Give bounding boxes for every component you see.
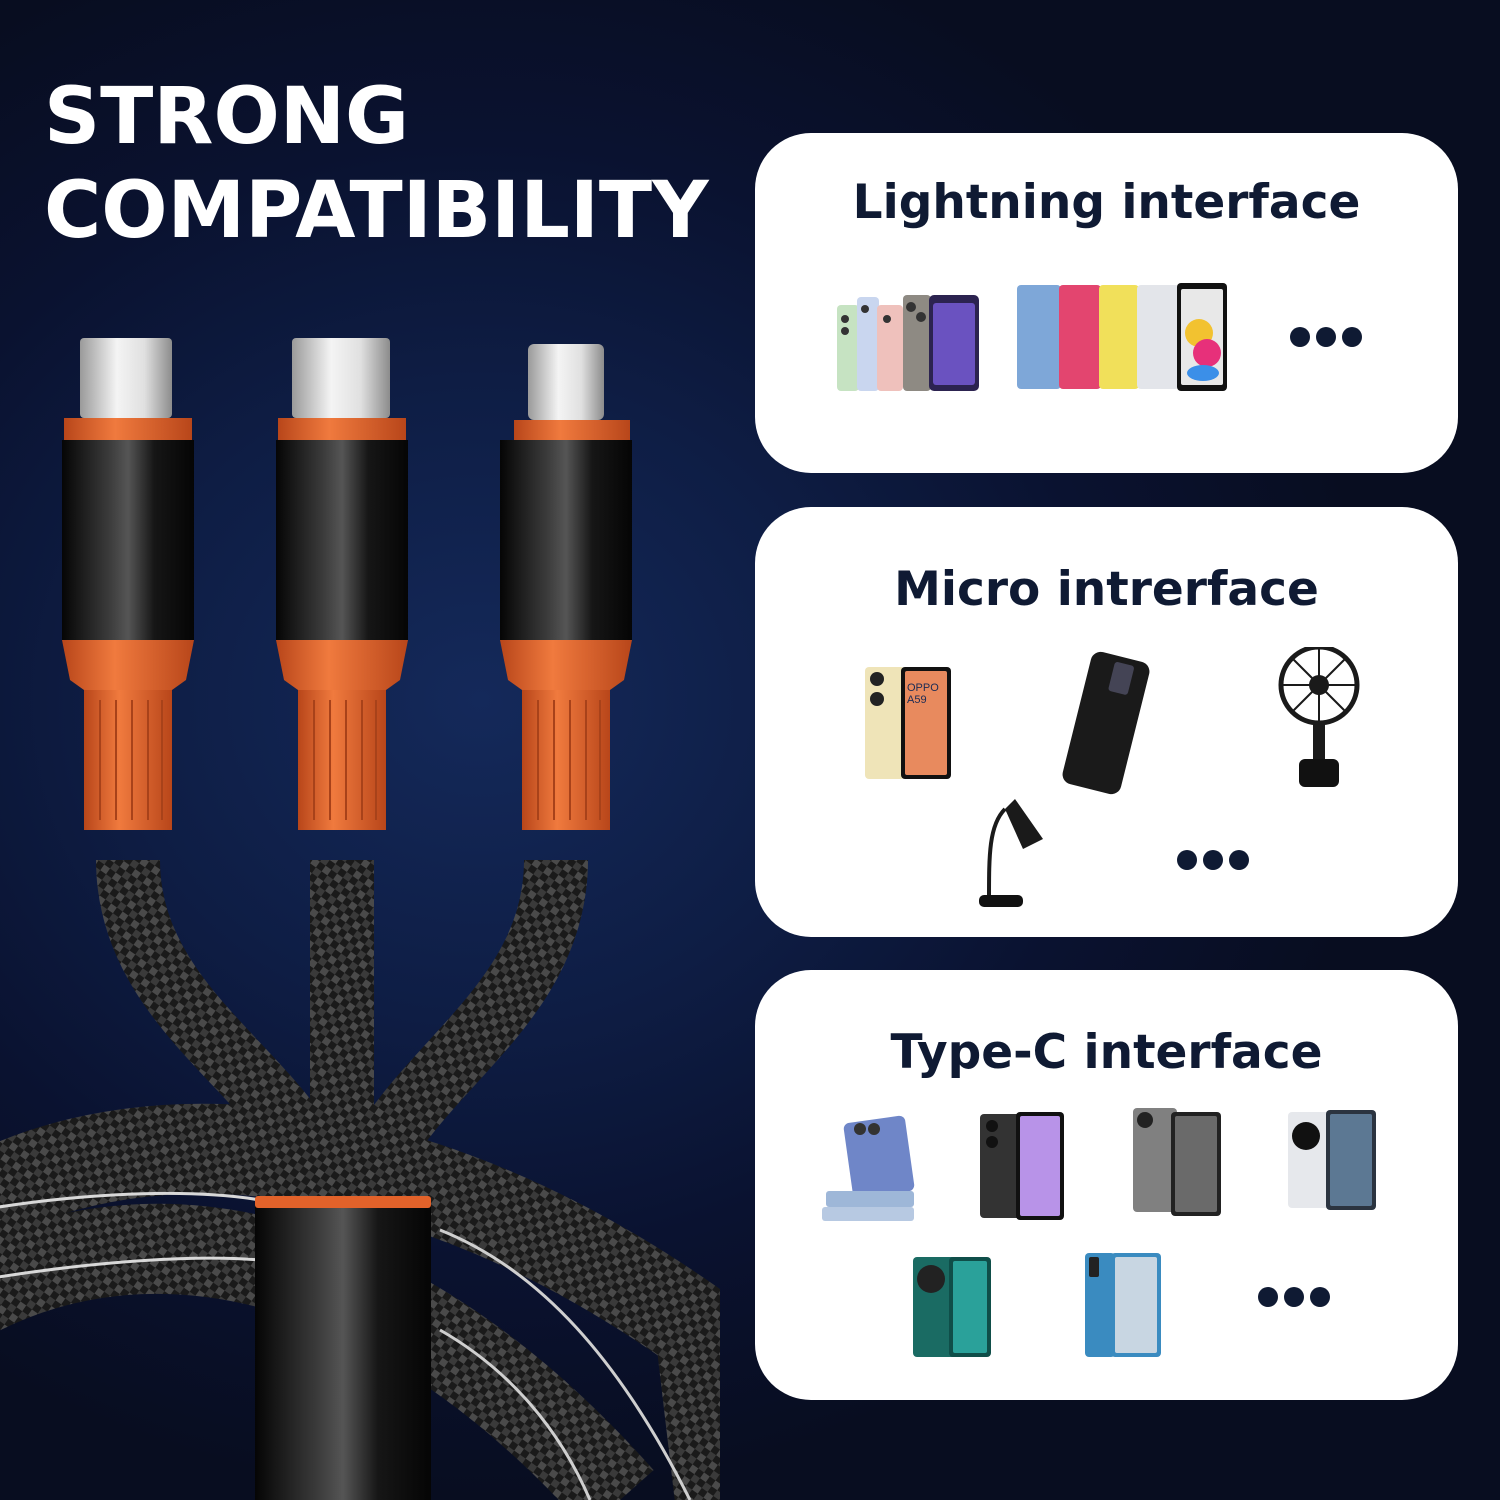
headline-line-2: COMPATIBILITY <box>44 166 709 256</box>
cable-illustration <box>0 338 720 1500</box>
connector-type-c-2 <box>276 338 408 830</box>
more-devices-ellipsis <box>1290 327 1362 347</box>
card-title: Micro intrerface <box>894 562 1319 617</box>
white-phone-image <box>1288 1110 1376 1210</box>
headline-line-1: STRONG <box>44 72 410 162</box>
power-bank-image <box>1062 651 1150 795</box>
oppo-label: OPPO <box>907 682 939 694</box>
card-title: Lightning interface <box>852 175 1361 230</box>
mini-fan-image <box>1278 647 1360 787</box>
desk-lamp-image <box>979 799 1043 907</box>
grey-phone-image <box>1133 1108 1221 1216</box>
oppo-phone-image: OPPO A59 <box>865 667 951 779</box>
more-devices-ellipsis <box>1177 850 1249 870</box>
card-title: Type-C interface <box>890 1025 1323 1080</box>
connector-type-c-1 <box>62 338 194 830</box>
purple-screen-phone-image <box>980 1112 1064 1220</box>
iphone-lineup-image <box>837 295 979 391</box>
more-devices-ellipsis <box>1258 1287 1330 1307</box>
svg-text:A59: A59 <box>907 694 927 706</box>
ipad-lineup-image <box>1017 283 1227 391</box>
teal-phone-image <box>913 1257 991 1357</box>
flip-phone-image <box>822 1115 915 1221</box>
card-micro: Micro intrerface OPPO A59 <box>755 507 1458 937</box>
card-type-c: Type-C interface <box>755 970 1458 1400</box>
card-lightning: Lightning interface <box>755 133 1458 473</box>
xiaomi-phone-image <box>1085 1253 1161 1357</box>
headline: STRONG COMPATIBILITY <box>44 70 709 258</box>
connector-lightning <box>500 344 632 830</box>
